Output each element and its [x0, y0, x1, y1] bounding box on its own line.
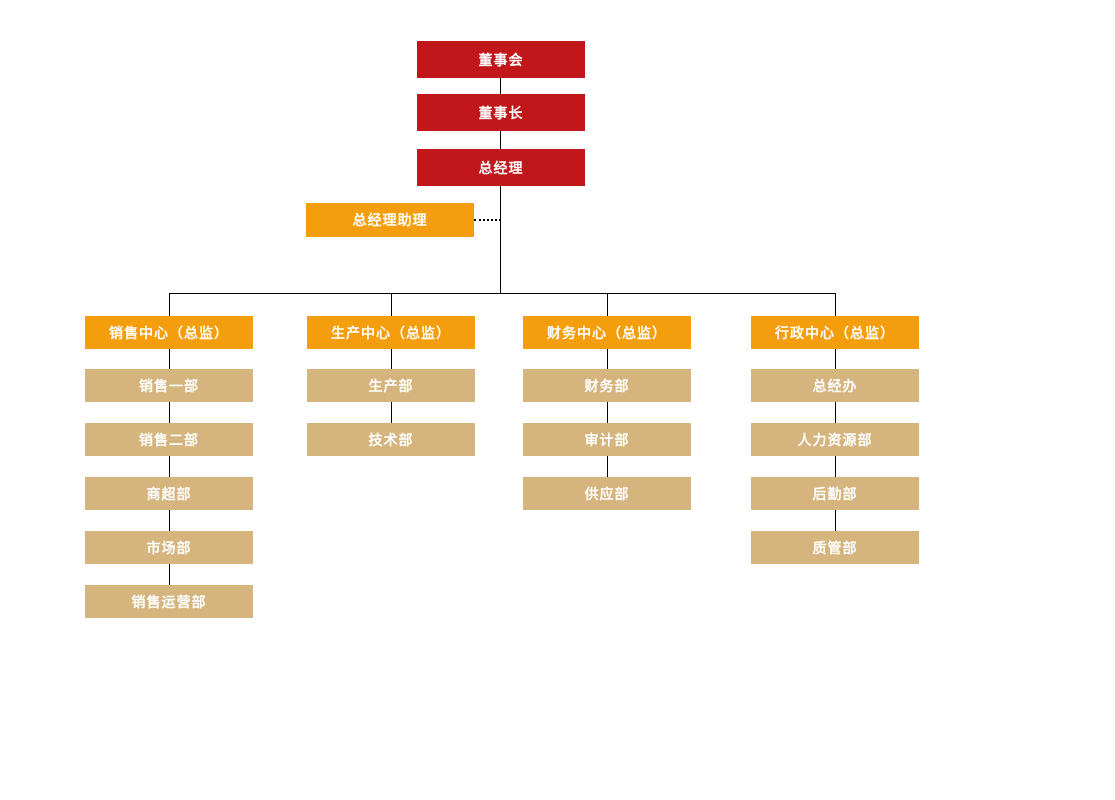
node-board-of-directors: 董事会 [417, 41, 585, 78]
node-dept-logistics: 后勤部 [751, 477, 919, 510]
node-gm-assistant: 总经理助理 [306, 203, 474, 237]
connector-column-spine-sales [169, 349, 170, 585]
node-branch-header-finance: 财务中心（总监） [523, 316, 691, 349]
node-dept-quality: 质管部 [751, 531, 919, 564]
node-label: 总经理助理 [352, 213, 428, 229]
node-label: 人力资源部 [797, 432, 873, 449]
node-branch-header-sales: 销售中心（总监） [85, 316, 253, 349]
node-label: 生产中心（总监） [331, 325, 451, 342]
node-dept-gm-office: 总经办 [751, 369, 919, 402]
node-label: 财务中心（总监） [547, 325, 667, 342]
node-branch-header-production: 生产中心（总监） [307, 316, 475, 349]
node-label: 市场部 [146, 540, 192, 557]
node-label: 销售中心（总监） [109, 325, 229, 342]
node-dept-sales-1: 销售一部 [85, 369, 253, 402]
node-label: 技术部 [368, 432, 414, 449]
node-label: 后勤部 [812, 486, 858, 503]
node-label: 生产部 [368, 378, 414, 395]
node-label: 董事长 [478, 105, 524, 122]
node-dept-sales-2: 销售二部 [85, 423, 253, 456]
connector-branch-stub-sales [169, 293, 170, 317]
connector-branch-stub-production [391, 293, 392, 317]
node-label: 总经理 [478, 160, 524, 177]
node-branch-header-admin: 行政中心（总监） [751, 316, 919, 349]
node-label: 总经办 [812, 378, 858, 395]
connector-distributor-line [169, 293, 836, 294]
node-label: 质管部 [812, 540, 858, 557]
node-general-manager: 总经理 [417, 149, 585, 186]
node-label: 审计部 [584, 432, 630, 449]
node-dept-supply: 供应部 [523, 477, 691, 510]
node-label: 销售运营部 [131, 594, 207, 611]
node-dept-marketing: 市场部 [85, 531, 253, 564]
node-label: 供应部 [584, 486, 630, 503]
node-label: 行政中心（总监） [775, 325, 895, 342]
node-dept-audit: 审计部 [523, 423, 691, 456]
connector-branch-stub-finance [607, 293, 608, 317]
node-dept-human-resources: 人力资源部 [751, 423, 919, 456]
node-chairman: 董事长 [417, 94, 585, 131]
node-dept-finance: 财务部 [523, 369, 691, 402]
node-label: 销售一部 [139, 378, 199, 395]
connector-column-spine-finance [607, 349, 608, 477]
connector-branch-stub-admin [835, 293, 836, 317]
node-dept-technology: 技术部 [307, 423, 475, 456]
node-label: 商超部 [146, 486, 192, 503]
node-dept-production: 生产部 [307, 369, 475, 402]
node-dept-supermarket: 商超部 [85, 477, 253, 510]
connector-assistant-dotted-line [474, 219, 501, 221]
node-label: 财务部 [584, 378, 630, 395]
node-label: 销售二部 [139, 432, 199, 449]
node-dept-sales-operations: 销售运营部 [85, 585, 253, 618]
node-label: 董事会 [478, 52, 524, 69]
